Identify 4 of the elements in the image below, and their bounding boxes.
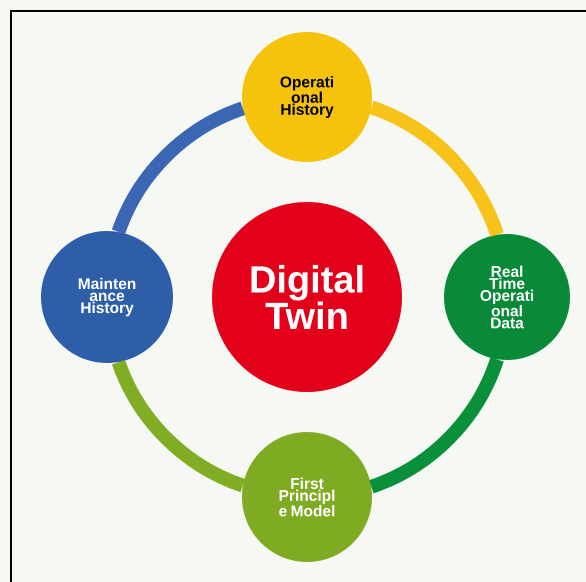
- ring-arc: [112, 360, 246, 492]
- ring-arc: [112, 102, 246, 234]
- ring-arc: [368, 100, 504, 237]
- ring-arc: [368, 357, 504, 494]
